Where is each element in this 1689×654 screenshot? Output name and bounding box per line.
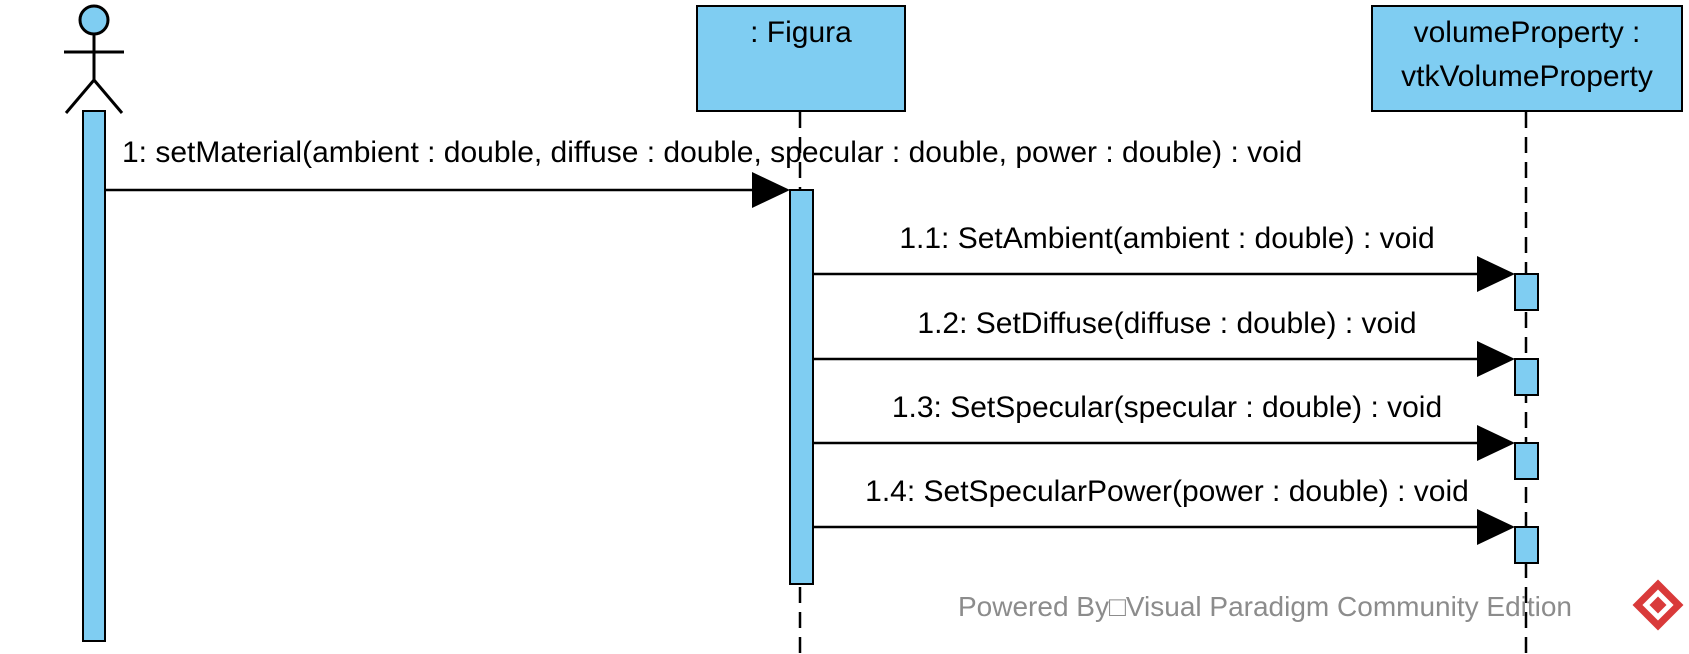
message-1-3-label: 1.3: SetSpecular(specular : double) : vo… [892, 391, 1442, 424]
message-1-1-arrow[interactable] [813, 256, 1515, 292]
message-1-2-label: 1.2: SetDiffuse(diffuse : double) : void [917, 307, 1416, 340]
message-1-3-arrow[interactable] [813, 425, 1515, 461]
volume-property-activation-1-1 [1514, 273, 1539, 311]
volume-property-lifeline-head[interactable]: volumeProperty : vtkVolumeProperty [1371, 5, 1683, 112]
volume-property-activation-1-4 [1514, 526, 1539, 564]
message-1-1-label: 1.1: SetAmbient(ambient : double) : void [899, 222, 1434, 255]
actor-icon [64, 4, 124, 114]
actor-activation-bar [82, 110, 106, 642]
volume-property-activation-1-3 [1514, 442, 1539, 480]
message-1-arrow[interactable] [105, 172, 790, 208]
message-1-4-label: 1.4: SetSpecularPower(power : double) : … [865, 475, 1469, 508]
message-1-label: 1: setMaterial(ambient : double, diffuse… [122, 136, 1302, 169]
volume-property-head-label-line2: vtkVolumeProperty [1401, 60, 1653, 93]
volume-property-activation-1-2 [1514, 358, 1539, 396]
figura-head-label: : Figura [750, 16, 852, 49]
figura-lifeline-head[interactable]: : Figura [696, 5, 906, 112]
message-1-2-arrow[interactable] [813, 341, 1515, 377]
figura-activation-bar [789, 189, 814, 585]
volume-property-head-label-line1: volumeProperty : [1414, 16, 1641, 49]
visual-paradigm-logo-icon [1632, 579, 1684, 631]
message-1-4-arrow[interactable] [813, 509, 1515, 545]
watermark-text: Powered By□Visual Paradigm Community Edi… [958, 591, 1572, 622]
